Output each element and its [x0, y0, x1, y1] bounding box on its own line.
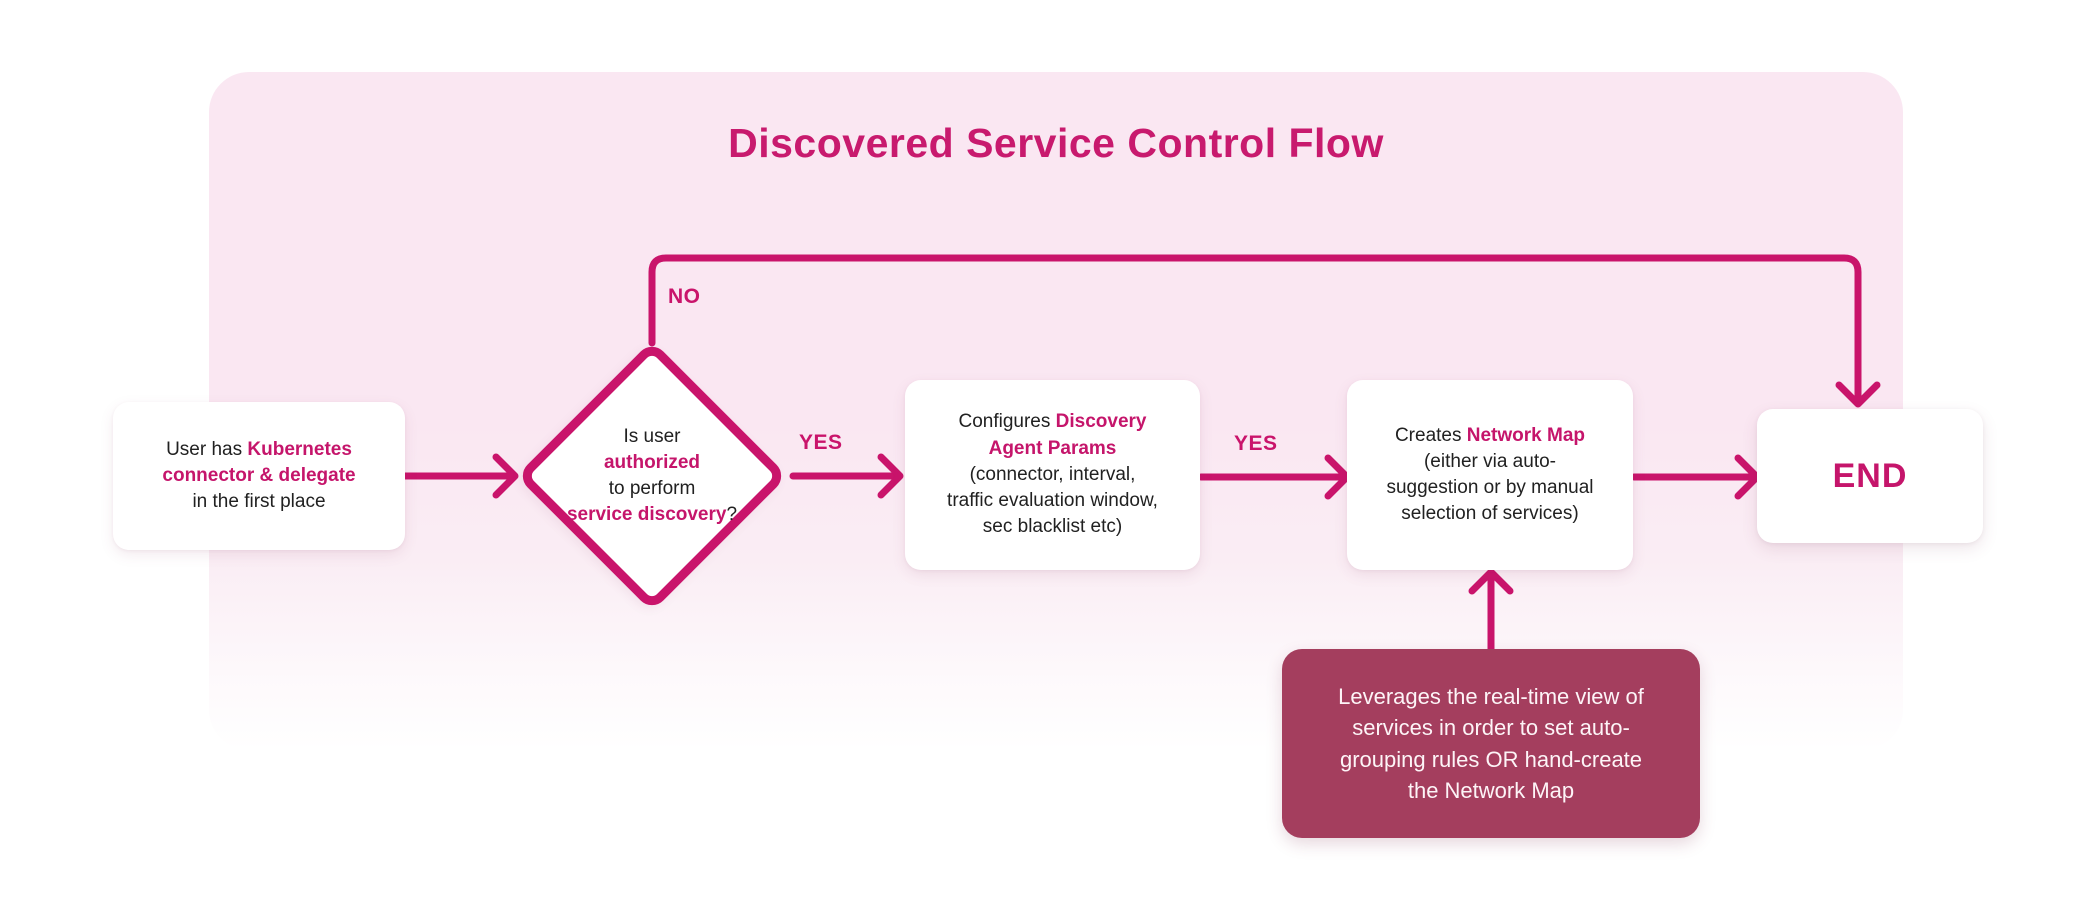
create-network-map-node: Creates Network Map (either via auto- su…	[1347, 380, 1633, 570]
start-node: User has Kubernetes connector & delegate…	[113, 402, 405, 550]
end-node-label: END	[1832, 456, 1908, 495]
configure-params-node: Configures Discovery Agent Params (conne…	[905, 380, 1200, 570]
create-network-map-text: Creates Network Map (either via auto- su…	[1386, 424, 1594, 525]
edge-label-yes-1: YES	[799, 431, 843, 454]
edge-label-no: NO	[668, 285, 701, 308]
arrowhead-decision-to-configure	[877, 453, 904, 499]
diagram-title: Discovered Service Control Flow	[728, 120, 1384, 166]
edge-label-yes-2: YES	[1234, 432, 1278, 455]
arrowhead-note-to-create	[1468, 568, 1514, 595]
configure-params-text: Configures Discovery Agent Params (conne…	[947, 411, 1158, 538]
arrowhead-no-to-end	[1835, 381, 1881, 408]
note-annotation-box: Leverages the real-time view of services…	[1282, 649, 1700, 838]
start-node-text: User has Kubernetes connector & delegate…	[162, 438, 356, 513]
edge-decision-no-to-end	[648, 254, 1862, 403]
decision-node: Is user authorized to perform service di…	[566, 426, 738, 525]
arrowhead-start-to-decision	[492, 453, 519, 499]
end-node: END	[1757, 409, 1983, 543]
